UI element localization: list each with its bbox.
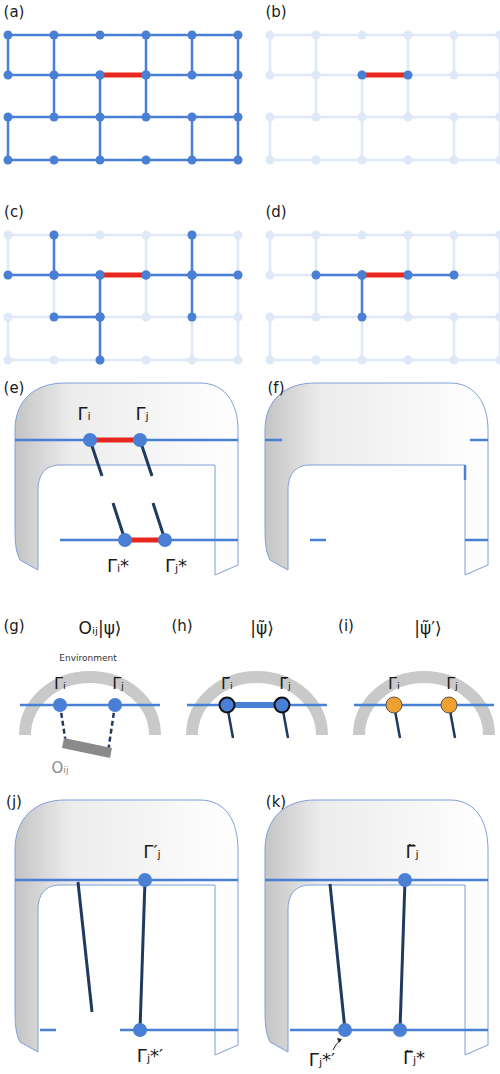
bond [100,73,146,78]
symbol-label: Γᵢ [388,676,400,692]
symbol-label: (f) [268,381,285,396]
lattice [4,31,500,365]
site [96,71,105,80]
environment-cylinder [15,800,238,1055]
symbol-label: (g) [3,619,24,634]
symbol-label: Γ̃ⱼ [279,676,291,692]
bond [362,73,408,78]
symbol-label: (i) [338,619,354,634]
symbol-label: Γⱼ [446,676,458,692]
symbol-label: Γⱼ*′ [137,1047,163,1065]
site [142,271,151,280]
symbol-label: Γ′ⱼ [143,843,160,861]
symbol-label: (h) [171,619,192,634]
environment-cylinder [265,800,488,1055]
site [142,71,151,80]
symbol-label: Γᵢ [77,405,90,423]
symbol-label: Oᵢⱼ|ψ⟩ [79,620,122,637]
environment-cylinder [15,383,238,575]
symbol-label: Γ̃ⱼ* [403,1049,425,1067]
site [404,271,413,280]
symbol-label: |ψ̃′⟩ [414,620,441,637]
environment-bonds [312,271,459,322]
site [96,271,105,280]
lattice-grid [266,231,500,365]
region-label: Environment [59,654,116,663]
lattice-grid [4,231,243,365]
symbol-label: (j) [6,795,22,810]
environment-bonds [4,231,243,365]
symbol-label: (d) [265,205,286,220]
symbol-label: Γ̃ᵢ [221,676,233,692]
environment-local [187,677,327,738]
bond [100,273,146,278]
symbol-label: Γⱼ*′ [309,1051,335,1069]
environment-local [354,677,494,738]
symbol-label: Γⱼ* [165,557,187,575]
symbol-label: (a) [4,5,25,20]
environment-cylinder [265,383,488,575]
site [358,271,367,280]
bond [362,273,408,278]
symbol-label: Γ̃ⱼ [405,843,418,861]
symbol-label: |ψ̃⟩ [250,620,274,637]
symbol-label: (b) [265,5,286,20]
symbol-label: Γᵢ [54,676,66,692]
symbol-label: (c) [4,205,24,220]
symbol-label: Oᵢⱼ [51,761,68,776]
environment-local [20,677,160,758]
site [404,71,413,80]
site [358,71,367,80]
symbol-label: Γⱼ [112,676,124,692]
symbol-label: (k) [266,795,286,810]
lattice-grid [4,31,243,165]
symbol-label: Γᵢ* [107,557,129,575]
lattice-grid [266,31,500,165]
symbol-label: Γⱼ [135,405,148,423]
symbol-label: (e) [4,381,25,396]
